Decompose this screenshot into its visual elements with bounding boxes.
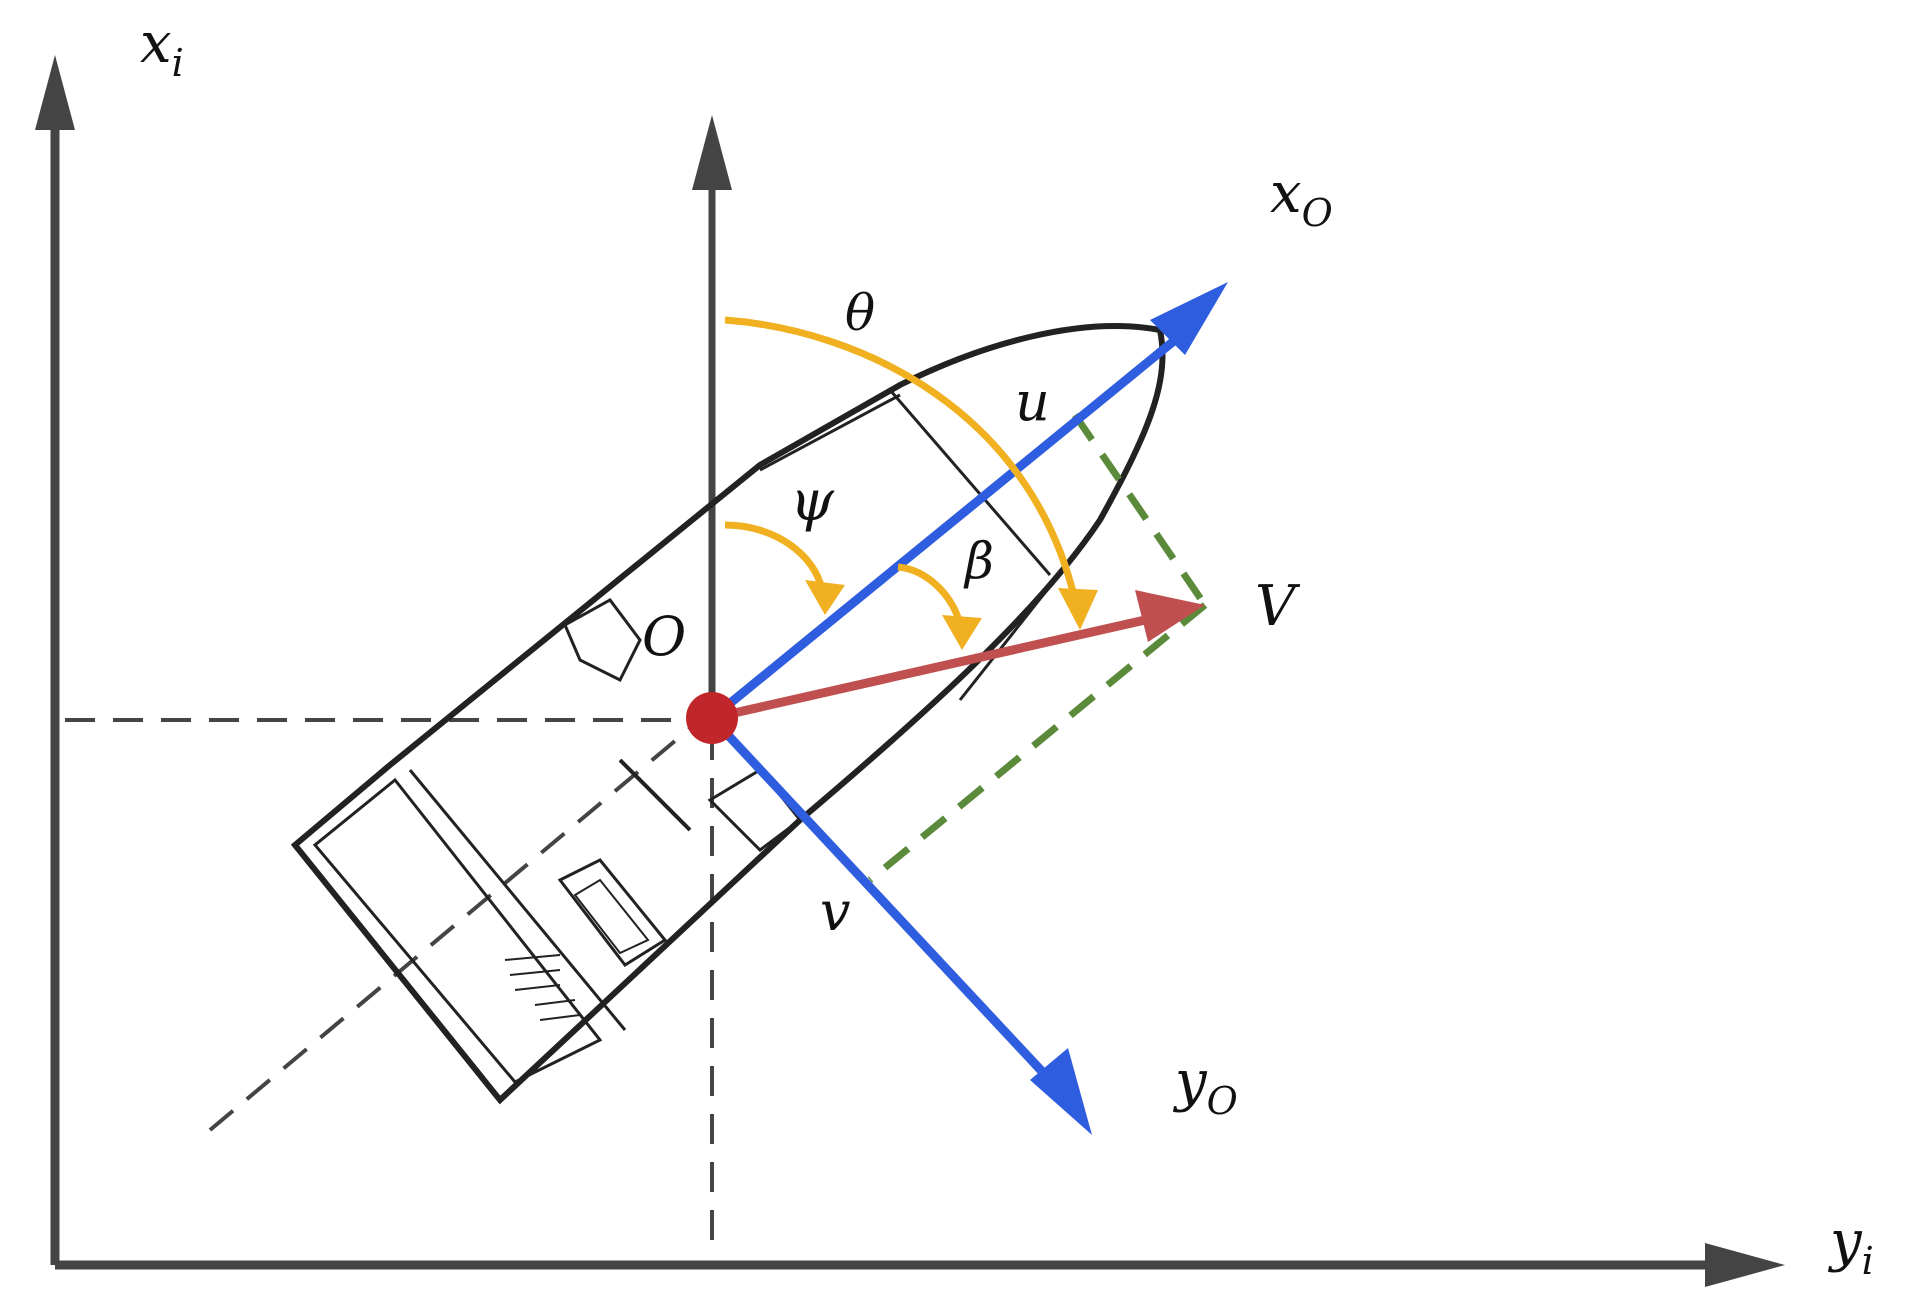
theta-angle-arc	[724, 316, 1098, 630]
velocity-label: V	[1255, 574, 1301, 639]
inertial-y-axis-label: yi	[1827, 1209, 1874, 1283]
theta-label: θ	[845, 284, 875, 342]
velocity-vector	[711, 590, 1205, 723]
beta-angle-arc	[897, 563, 982, 650]
inertial-y-axis	[55, 1243, 1785, 1287]
psi-label: ψ	[790, 469, 835, 534]
beta-label: β	[963, 532, 994, 590]
psi-angle-arc	[724, 521, 845, 615]
inertial-x-axis	[35, 55, 75, 1265]
origin-point	[686, 692, 738, 744]
origin-label: O	[642, 605, 686, 668]
body-x-axis	[709, 282, 1228, 722]
inertial-x-axis-label: xi	[140, 11, 184, 85]
u-label: u	[1015, 370, 1050, 433]
body-y-axis	[708, 714, 1092, 1135]
velocity-projection-lines	[867, 413, 1208, 883]
body-y-axis-label: yO	[1172, 1049, 1238, 1123]
vertical-reference-axis	[692, 115, 732, 715]
boat-drawing	[290, 323, 1166, 1105]
body-x-axis-label: xO	[1270, 161, 1333, 235]
boat-centerline-dashed	[208, 718, 702, 1132]
v-label: v	[820, 880, 851, 943]
